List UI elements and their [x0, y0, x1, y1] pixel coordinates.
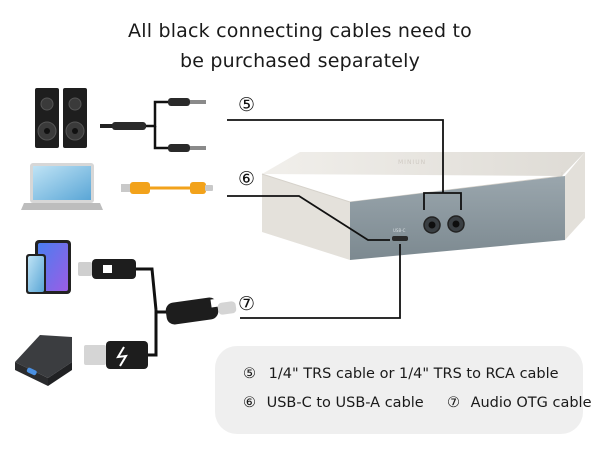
line-5	[227, 119, 444, 193]
line-6	[227, 195, 390, 241]
legend-row-1: ⑤ 1/4" TRS cable or 1/4" TRS to RCA cabl…	[243, 366, 559, 382]
callout-5: ⑤	[238, 94, 255, 116]
legend-item6-number: ⑥	[243, 395, 256, 411]
legend-item7-text: Audio OTG cable	[470, 395, 592, 411]
tablet-phone-icon	[26, 240, 71, 294]
powerbank-icon	[15, 335, 72, 386]
trs-cable-icon	[100, 98, 206, 152]
port-label: USB-C	[393, 228, 406, 233]
line-7	[240, 244, 401, 319]
connection-lines	[227, 119, 462, 319]
heading-line-2: be purchased separately	[179, 50, 421, 72]
usb-cable-icon	[121, 182, 213, 194]
speakers-icon	[35, 88, 87, 148]
bracket-5	[423, 192, 462, 210]
otg-cable-icon	[78, 259, 237, 369]
callout-7: ⑦	[238, 293, 255, 315]
legend-item6-text: USB-C to USB-A cable	[266, 395, 424, 411]
legend-item5-number: ⑤	[243, 366, 256, 382]
legend-box: ⑤ 1/4" TRS cable or 1/4" TRS to RCA cabl…	[215, 346, 592, 434]
legend-row-2: ⑥ USB-C to USB-A cable ⑦ Audio OTG cable	[243, 395, 592, 411]
device-brand: MINIUN	[398, 159, 426, 166]
laptop-icon	[21, 163, 103, 210]
legend-item5-text: 1/4" TRS cable or 1/4" TRS to RCA cable	[268, 366, 559, 382]
heading-line-1: All black connecting cables need to	[128, 20, 472, 42]
legend-item7-number: ⑦	[446, 395, 460, 411]
heading: All black connecting cables need to be p…	[0, 16, 600, 76]
callout-6: ⑥	[238, 168, 255, 190]
